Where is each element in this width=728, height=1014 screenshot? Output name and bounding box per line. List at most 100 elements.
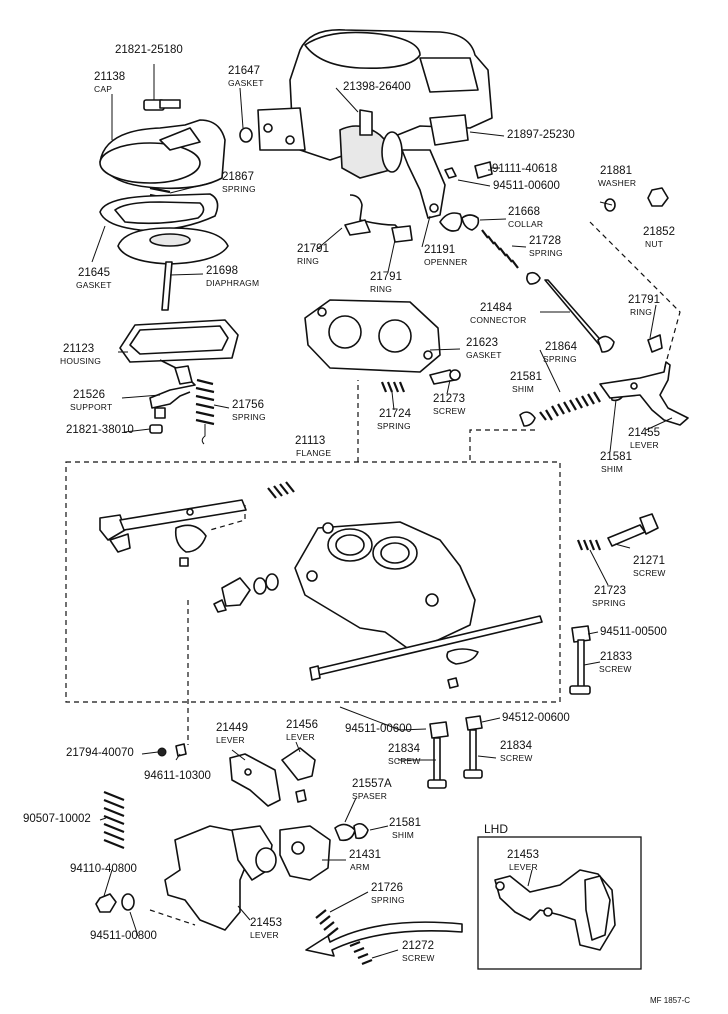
callout-part-name: FLANGE (296, 448, 332, 458)
callout-part-name: SCREW (500, 753, 533, 763)
callout-part-number: 21431 (349, 849, 381, 861)
callout-part-number: 21668 (508, 206, 540, 218)
callout-part-number: 21852 (643, 226, 675, 238)
callout-part-name: LEVER (216, 735, 245, 745)
callout-part-name: SPRING (232, 412, 266, 422)
right-screws-drawing (427, 513, 659, 789)
callout-part-number: 21756 (232, 399, 264, 411)
callout-part-name: SCREW (599, 664, 632, 674)
callout-part-number: 21821-25180 (115, 44, 183, 56)
diaphragm-assembly-drawing (99, 99, 253, 445)
callout-part-number: 21728 (529, 235, 561, 247)
callout-part-number: 21723 (594, 585, 626, 597)
callout-part-number: 94110-40800 (70, 863, 137, 875)
callout-part-name: LEVER (509, 862, 538, 872)
callout-part-name: SPASER (352, 791, 388, 801)
callout-part-number: 21791 (370, 271, 402, 283)
lower-levers-drawing (95, 743, 373, 966)
callout-part-name: CAP (94, 84, 113, 94)
callout-part-name: NUT (645, 239, 664, 249)
callout-part-number: 21834 (500, 740, 532, 752)
callout-part-number: 21581 (510, 371, 542, 383)
callout-part-number: 91111-40618 (492, 163, 558, 175)
callout-part-name: WASHER (598, 178, 637, 188)
callout-part-name: SCREW (433, 406, 466, 416)
callout-part-name: DIAPHRAGM (206, 278, 260, 288)
callout-part-name: ARM (350, 862, 370, 872)
callout-part-number: 21698 (206, 265, 238, 277)
callout-part-name: SPRING (222, 184, 256, 194)
callout-part-name: HOUSING (60, 356, 102, 366)
callout-part-number: 21867 (222, 171, 254, 183)
callout-part-number: 21864 (545, 341, 577, 353)
callout-part-name: SHIM (601, 464, 624, 474)
mid-parts-drawing (304, 161, 669, 393)
callout-part-name: SPRING (529, 248, 563, 258)
callout-part-number: 21821-38010 (66, 424, 134, 436)
callout-part-name: SUPPORT (70, 402, 113, 412)
callout-part-number: 21449 (216, 722, 248, 734)
callout-part-number: 21791 (628, 294, 660, 306)
callout-part-name: SHIM (392, 830, 415, 840)
lhd-box-drawing (477, 836, 642, 970)
callout-part-number: 94511-00600 (345, 723, 412, 735)
callout-part-name: LEVER (630, 440, 659, 450)
callout-part-number: 21645 (78, 267, 110, 279)
callout-part-name: GASKET (466, 350, 502, 360)
callout-part-number: 21834 (388, 743, 420, 755)
callout-part-name: RING (370, 284, 393, 294)
callout-part-name: SHIM (512, 384, 535, 394)
callout-part-number: 21455 (628, 427, 660, 439)
callout-part-number: 21484 (480, 302, 512, 314)
callout-part-number: 94511-00800 (90, 930, 157, 942)
callout-part-name: SPRING (377, 421, 411, 431)
callout-part-number: 21791 (297, 243, 329, 255)
spring-lever-drawing (519, 361, 689, 427)
callout-part-number: 21833 (600, 651, 632, 663)
callout-part-number: 21581 (389, 817, 421, 829)
callout-part-number: 94611-10300 (144, 770, 211, 782)
callout-part-name: SCREW (402, 953, 435, 963)
callout-part-name: RING (630, 307, 653, 317)
callout-part-number: 21271 (633, 555, 665, 567)
callout-part-name: LEVER (250, 930, 279, 940)
callout-part-number: 21724 (379, 408, 411, 420)
callout-part-number: 21272 (402, 940, 434, 952)
callout-part-name: GASKET (76, 280, 112, 290)
callout-part-number: 21273 (433, 393, 465, 405)
callout-part-number: 21881 (600, 165, 632, 177)
callout-part-number: 94512-00600 (502, 712, 570, 724)
callout-part-number: 21191 (424, 244, 456, 256)
callout-part-number: 21897-25230 (507, 129, 575, 141)
callout-part-number: 21647 (228, 65, 260, 77)
callout-part-name: RING (297, 256, 320, 266)
callout-part-name: SCREW (388, 756, 421, 766)
lhd-box-title: LHD (484, 822, 509, 836)
callout-part-number: 21453 (250, 917, 282, 929)
callout-part-number: 21456 (286, 719, 318, 731)
callout-part-number: 21113 (295, 435, 326, 447)
callout-part-name: SPRING (371, 895, 405, 905)
callout-part-number: 21138 (94, 71, 126, 83)
leader-lines (91, 64, 681, 959)
callout-part-name: GASKET (228, 78, 264, 88)
callout-part-number: 21453 (507, 849, 539, 861)
carburetor-body-drawing (257, 29, 493, 243)
callout-part-number: 94511-00500 (600, 626, 667, 638)
callout-part-number: 94511-00600 (493, 180, 560, 192)
callout-part-name: LEVER (286, 732, 315, 742)
callout-part-number: 21623 (466, 337, 498, 349)
callout-part-number: 21123 (63, 343, 95, 355)
direction-arrow (305, 921, 463, 957)
callout-part-name: SCREW (633, 568, 666, 578)
callout-part-name: SPRING (592, 598, 626, 608)
callout-part-number: 21557A (352, 778, 392, 790)
figure-code: MF 1857-C (650, 996, 691, 1005)
callout-part-number: 21726 (371, 882, 403, 894)
callout-part-number: 21526 (73, 389, 105, 401)
callout-part-name: OPENNER (424, 257, 468, 267)
callout-part-number: 90507-10002 (23, 813, 91, 825)
callout-part-name: COLLAR (508, 219, 544, 229)
